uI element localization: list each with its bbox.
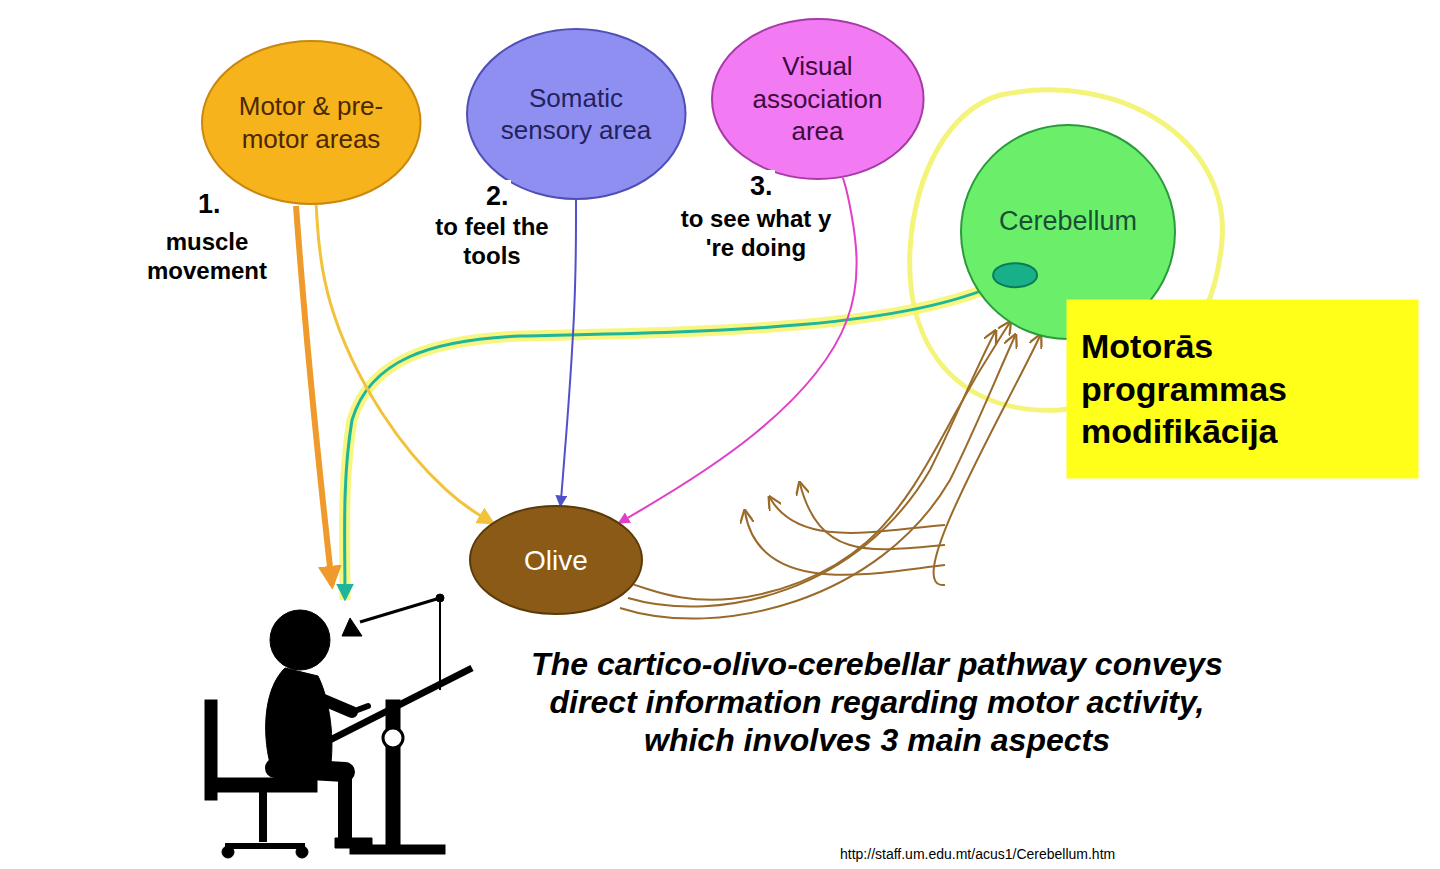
callout-number: 3. <box>748 170 775 202</box>
node-text: Cerebellum <box>999 205 1137 239</box>
motor-area-ellipse: Motor & pre-motor areas <box>201 40 422 205</box>
aspect-label: to see what y 're doing <box>668 205 844 263</box>
motor-output <box>296 206 332 585</box>
note-box: Motorās programmas modifikācija <box>1067 300 1418 478</box>
node-outline <box>470 506 642 614</box>
caption: The cartico-olivo-cerebellar pathway con… <box>522 646 1232 759</box>
node-outline <box>467 29 686 199</box>
node-text: Visual association area <box>743 50 891 148</box>
cerebellar-output <box>345 283 1000 598</box>
callout-number: 2. <box>484 180 511 212</box>
pathway-arrow <box>561 200 576 505</box>
node-outline <box>712 19 924 179</box>
node-text: Somatic sensory area <box>500 82 653 147</box>
nucleus-mark <box>993 263 1037 287</box>
callout-number: 1. <box>196 188 223 220</box>
node-text: Olive <box>524 543 588 578</box>
aspect-label: to feel the tools <box>425 213 559 271</box>
source-url: http://staff.um.edu.mt/acus1/Cerebellum.… <box>838 846 1117 863</box>
person-figure <box>205 594 472 858</box>
highlight-path <box>345 283 1000 600</box>
sensory-area-ellipse: Somatic sensory area <box>466 28 687 200</box>
olive-ellipse: Olive <box>469 505 643 615</box>
node-outline <box>202 41 421 204</box>
node-text: Motorās programmas modifikācija <box>1081 325 1404 453</box>
pathway-arrow <box>634 323 1010 600</box>
visual-area-ellipse: Visual association area <box>711 18 925 180</box>
node-text: Motor & pre-motor areas <box>235 90 388 155</box>
node-shape <box>466 28 687 200</box>
node-shape <box>201 40 422 205</box>
aspect-label: muscle movement <box>130 228 284 286</box>
node-outline <box>1067 300 1418 478</box>
pathway-arrow <box>620 178 857 523</box>
